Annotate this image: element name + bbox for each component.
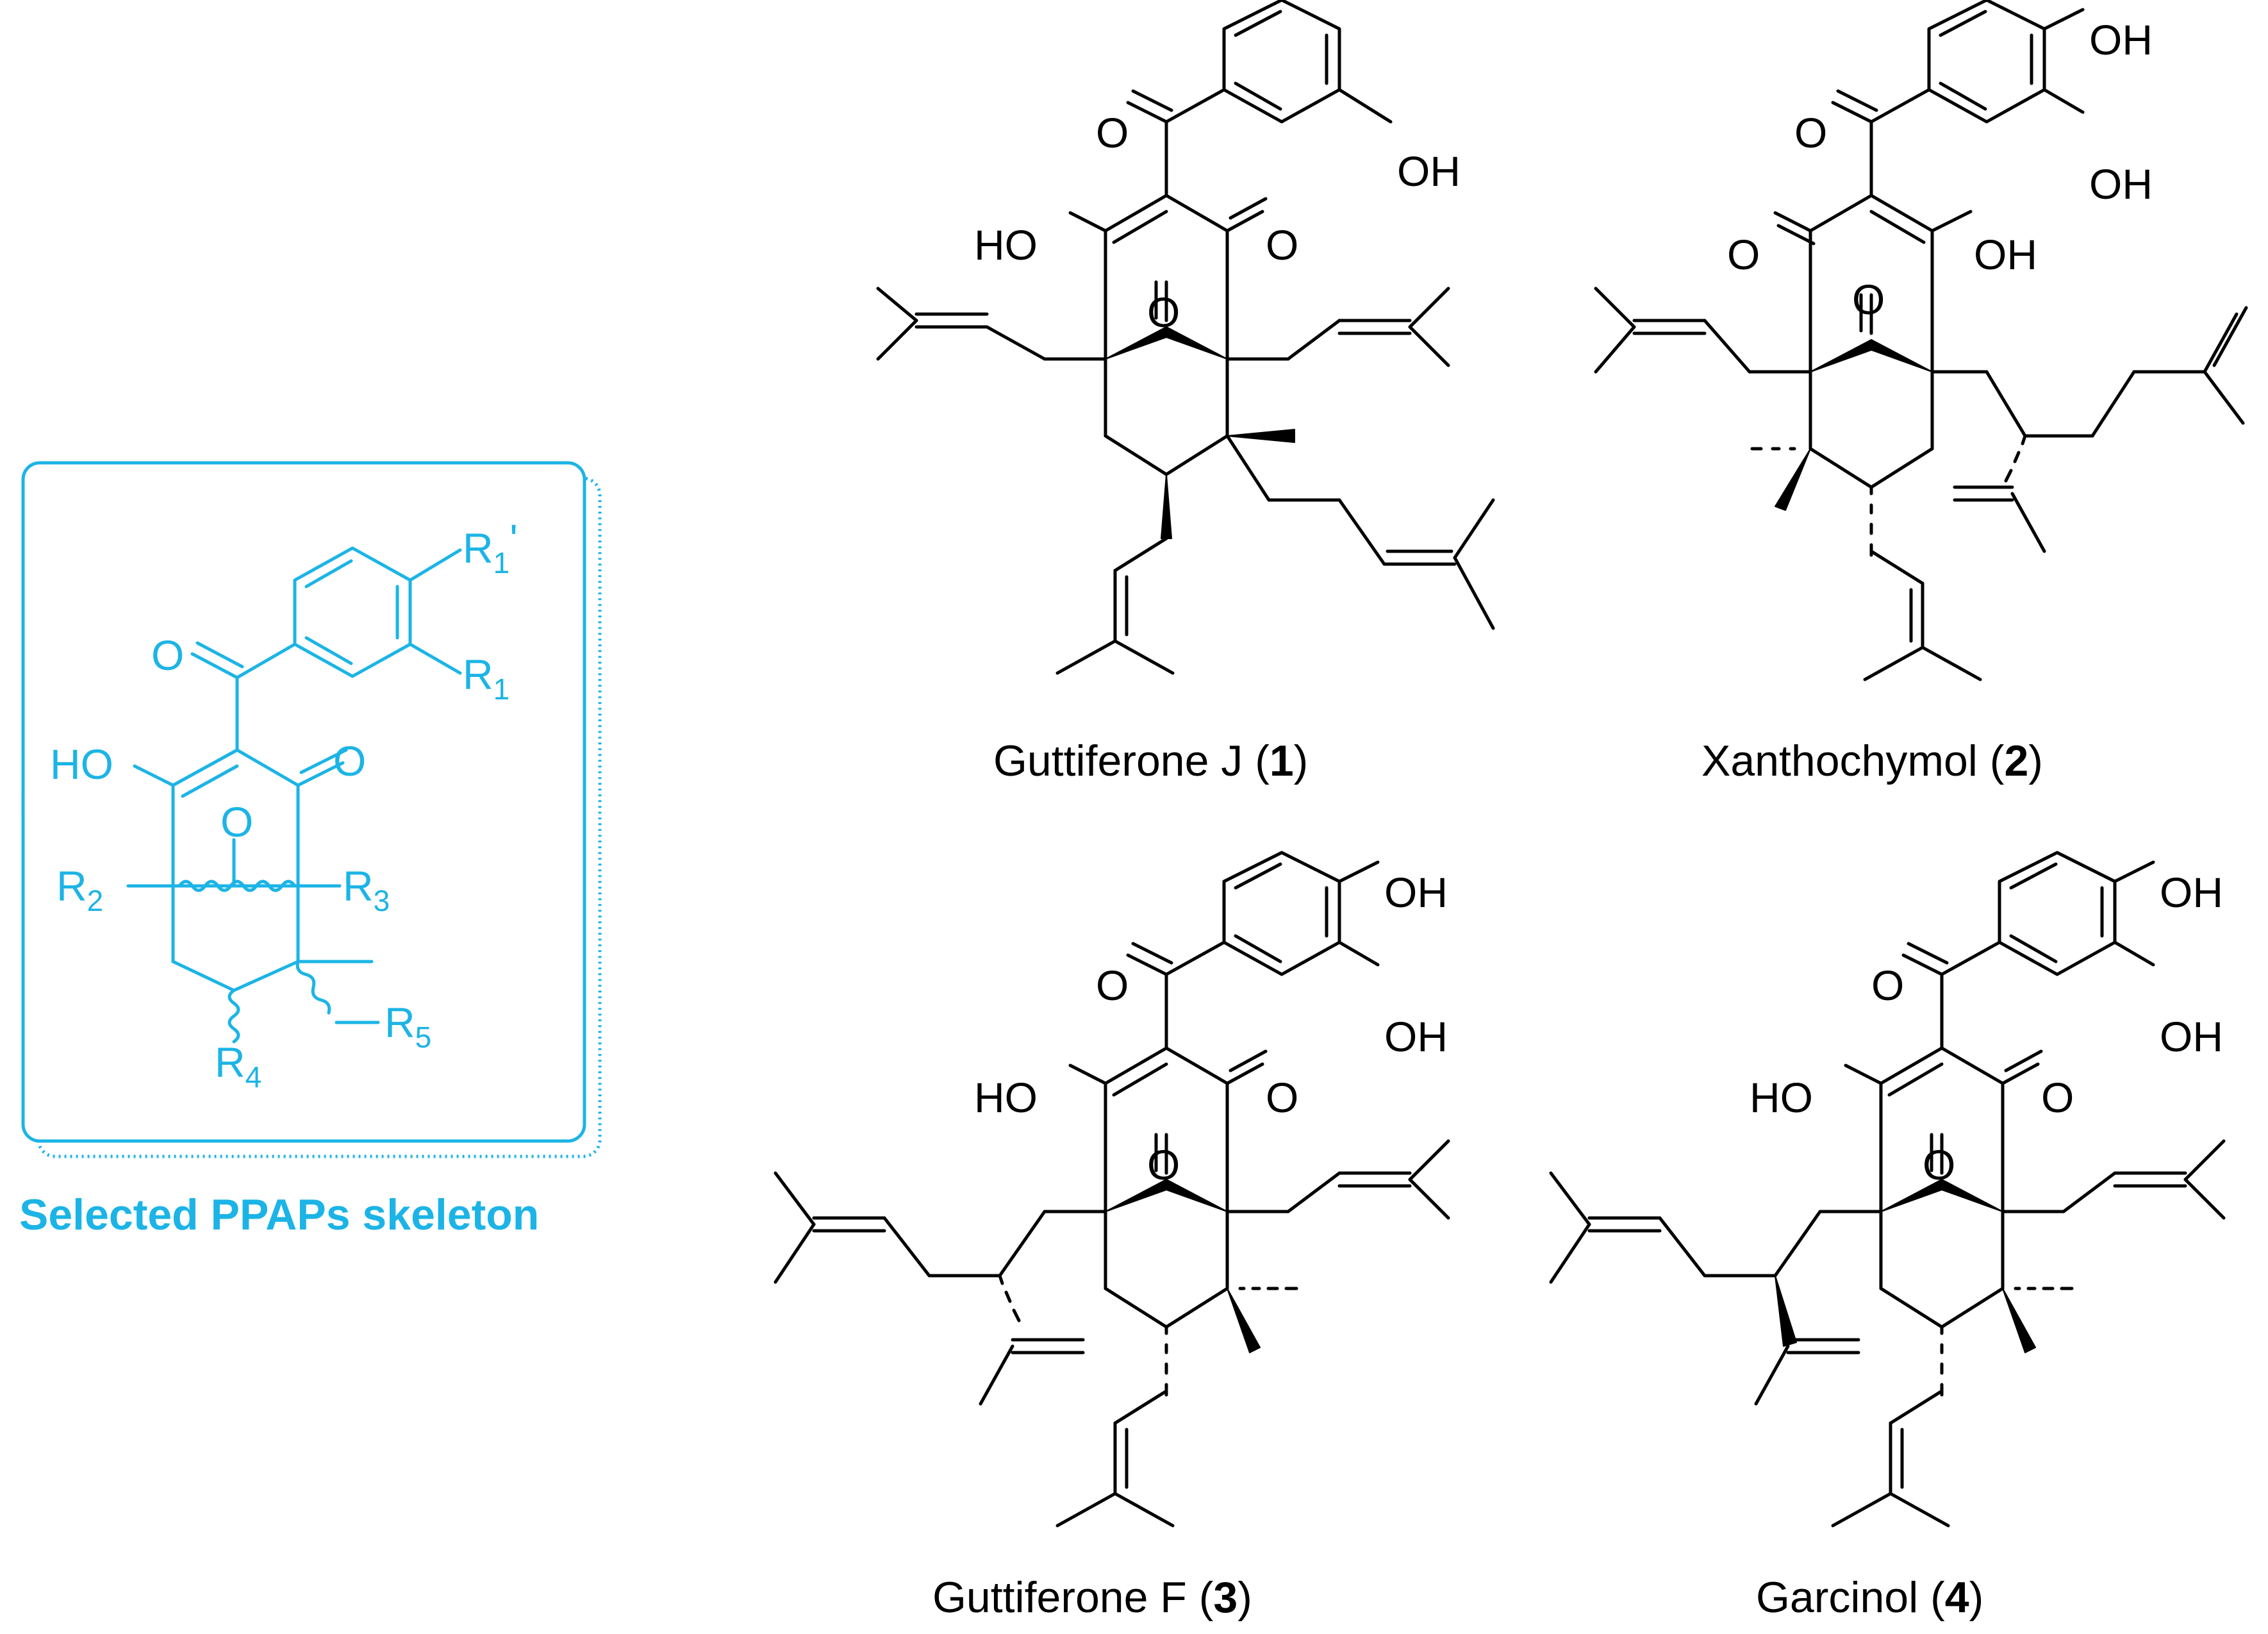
compound-2-caption: Xanthochymol (2)	[1701, 737, 2043, 785]
c3-bridge-o: O	[1147, 1141, 1180, 1188]
compound-4-caption: Garcinol (4)	[1756, 1573, 1983, 1622]
skeleton-wavy-r4	[228, 988, 240, 1044]
compound-2-structure: O OH OH O OH O	[1594, 0, 2248, 681]
compound-3-structure: O OH OH HO O O	[774, 851, 1450, 1528]
skeleton-r1p-label: R1'	[463, 515, 518, 579]
c3-aroyl-o: O	[1096, 962, 1129, 1009]
skeleton-bridge-o-label: O	[220, 798, 253, 846]
c2-enol-oh: OH	[1974, 231, 2037, 278]
compound-3-caption: Guttiferone F (3)	[932, 1573, 1252, 1622]
skeleton-r1-label: R1	[463, 651, 509, 706]
ppaps-skeleton-structure: HO O O O R1' R1 R2 R3 R4 R5 Selected PPA…	[19, 461, 602, 1239]
c1-enol-ho: HO	[974, 221, 1038, 269]
c1-bridge-o: O	[1147, 288, 1180, 336]
c2-aroyl-o: O	[1794, 109, 1827, 156]
c4-bridge-o: O	[1923, 1141, 1955, 1188]
c4-catechol-oh-bottom: OH	[2160, 1013, 2223, 1060]
skeleton-r4-label: R4	[215, 1038, 261, 1094]
compound-1-structure: O OH HO O O	[876, 0, 1495, 675]
c3-ketone-o: O	[1266, 1074, 1298, 1121]
skeleton-r3-label: R3	[343, 862, 390, 917]
c4-catechol-oh-top: OH	[2160, 869, 2223, 916]
skeleton-caption: Selected PPAPs skeleton	[19, 1190, 539, 1239]
skeleton-aroyl-o-label: O	[151, 631, 184, 679]
skeleton-r2-label: R2	[56, 862, 103, 917]
c4-enol-ho: HO	[1750, 1074, 1813, 1121]
c2-bridge-o: O	[1852, 276, 1885, 323]
c1-aroyl-o: O	[1096, 109, 1129, 156]
c1-ketone-o: O	[1266, 221, 1298, 269]
skeleton-wavy-bridge	[178, 880, 297, 892]
c2-catechol-oh-top: OH	[2089, 16, 2153, 63]
c3-enol-ho: HO	[974, 1074, 1038, 1121]
c3-catechol-oh-bottom: OH	[1384, 1013, 1448, 1060]
c1-phenol-oh: OH	[1397, 147, 1461, 195]
c2-ketone-o: O	[1727, 231, 1760, 278]
skeleton-r5-label: R5	[385, 999, 431, 1054]
skeleton-wavy-r5	[295, 960, 331, 1015]
c2-catechol-oh-bottom: OH	[2089, 160, 2153, 208]
c3-catechol-oh-top: OH	[1384, 869, 1448, 916]
skeleton-ho-label: HO	[50, 740, 113, 788]
compound-1-caption: Guttiferone J (1)	[993, 737, 1308, 785]
skeleton-frame	[21, 461, 586, 1143]
c4-ketone-o: O	[2041, 1074, 2074, 1121]
c4-aroyl-o: O	[1871, 962, 1904, 1009]
skeleton-ring-o-label: O	[333, 737, 366, 785]
compound-4-structure: O OH OH HO O O	[1549, 851, 2226, 1528]
